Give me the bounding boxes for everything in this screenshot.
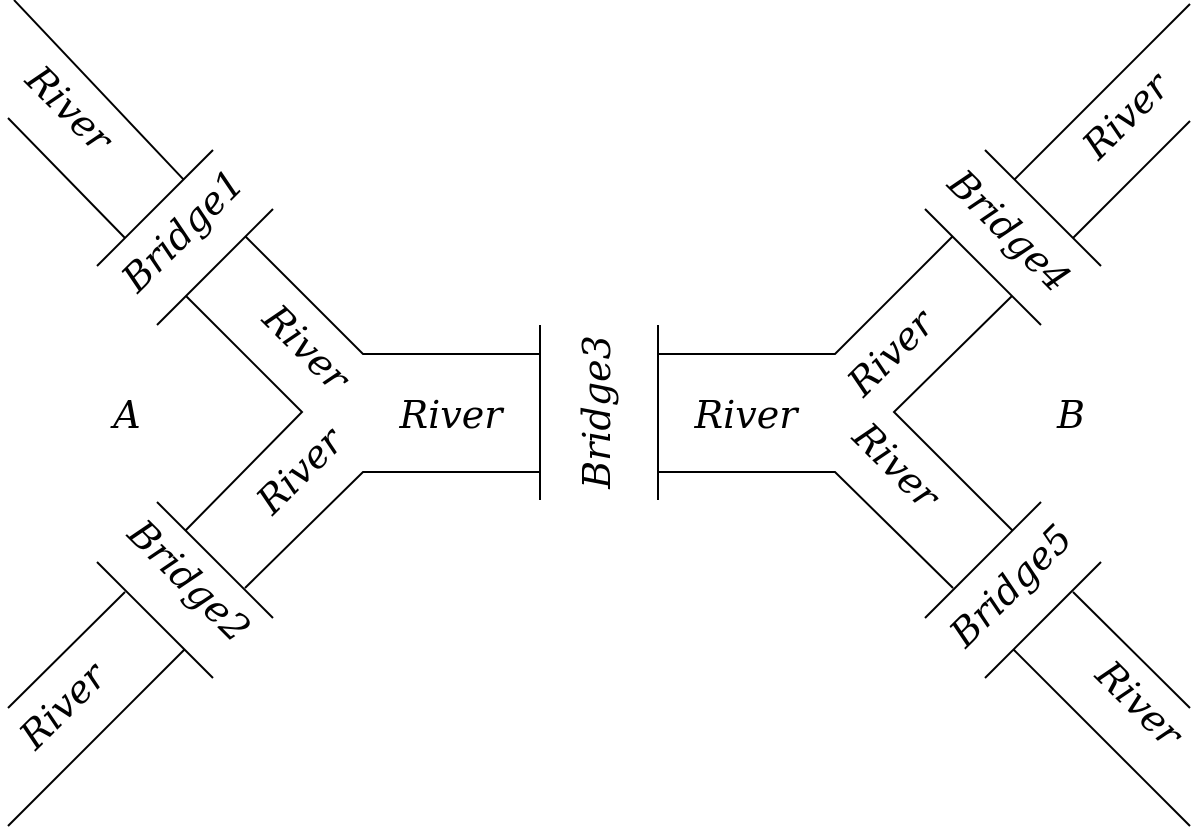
- river-label-center-left: River: [399, 393, 506, 437]
- river-bank-top-right-1: [1013, 3, 1191, 181]
- river-bank-bottom-left-2: [7, 649, 185, 827]
- bridge4-plank-1: [924, 208, 1042, 326]
- bridge5-plank-1: [924, 501, 1042, 619]
- river-label-right-upper: River: [838, 299, 945, 406]
- bridge4-label: Bridge4: [939, 160, 1079, 300]
- river-bank-left-lower-outer: [244, 471, 540, 589]
- bridge4-plank-2: [984, 149, 1102, 267]
- bridge5-label: Bridge5: [940, 516, 1080, 656]
- bridge2-label: Bridge2: [119, 510, 259, 650]
- river-bank-left-upper-outer: [244, 235, 540, 355]
- river-label-top-left: River: [17, 56, 124, 163]
- river-label-bottom-left: River: [10, 652, 117, 759]
- bridge2-plank-2: [96, 561, 214, 679]
- river-bank-bottom-right-1: [1072, 591, 1191, 709]
- bridge1-plank-1: [96, 149, 214, 267]
- bridge5-plank-2: [984, 561, 1102, 679]
- river-bank-right-lower-outer: [658, 471, 954, 589]
- river-bank-left-inner: [185, 295, 304, 531]
- bridge2-plank-1: [156, 501, 274, 619]
- river-bank-right-upper-outer: [658, 235, 954, 355]
- region-a-label: A: [110, 393, 140, 437]
- river-bank-top-left-1: [13, 0, 185, 181]
- bridge3-label: Bridge3: [575, 335, 619, 490]
- river-label-top-right: River: [1073, 62, 1180, 169]
- river-bank-bottom-left-1: [7, 591, 126, 709]
- river-label-left-upper: River: [254, 295, 361, 402]
- river-label-right-lower: River: [844, 413, 951, 520]
- river-bank-top-right-2: [1072, 120, 1191, 239]
- river-label-bottom-right: River: [1087, 651, 1194, 758]
- river-bank-top-left-2: [7, 117, 126, 239]
- river-label-left-lower: River: [247, 417, 354, 524]
- bridge1-plank-2: [156, 208, 274, 326]
- river-bank-bottom-right-2: [1013, 649, 1191, 827]
- bridge1-label: Bridge1: [112, 161, 252, 301]
- river-bank-right-inner: [892, 295, 1013, 531]
- region-b-label: B: [1056, 393, 1085, 437]
- river-label-center-right: River: [694, 393, 801, 437]
